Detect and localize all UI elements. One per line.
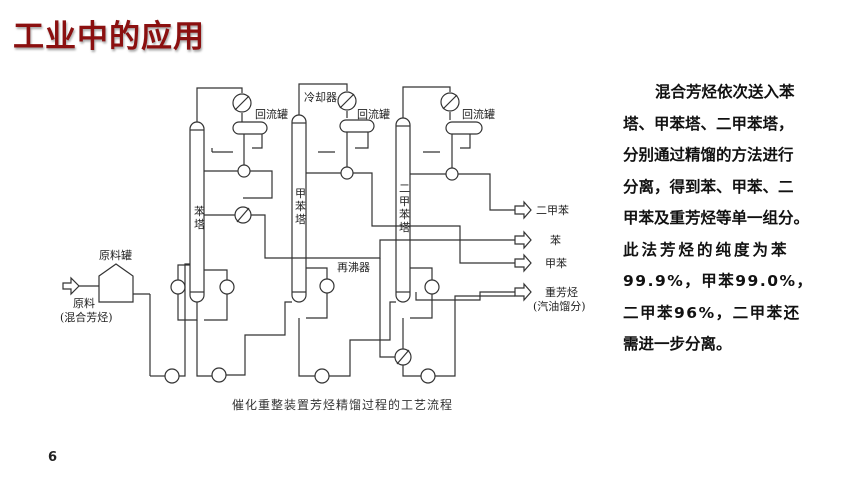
process-flow-diagram: 原料罐 原料 (混合芳烃) 冷却器 回流罐 回流罐 回流罐 再沸器 苯 塔 甲 … bbox=[60, 83, 586, 384]
col2-char-1: 甲 bbox=[295, 187, 306, 200]
col3-char-4: 塔 bbox=[399, 221, 410, 234]
label-feed: 原料 bbox=[73, 296, 95, 310]
reboiler-1b bbox=[219, 279, 235, 295]
desc-line: 分离，得到苯、甲苯、二 bbox=[623, 177, 794, 196]
desc-line: 99.9%，甲苯99.0%， bbox=[623, 272, 814, 290]
reflux-drum-1 bbox=[232, 121, 268, 135]
product-heavy: 重芳烃 bbox=[545, 285, 578, 299]
reflux-drum-3 bbox=[445, 121, 483, 135]
page-number: 6 bbox=[48, 450, 58, 465]
slide-title: 工业中的应用 bbox=[13, 19, 205, 55]
bottom-pump-1 bbox=[211, 367, 227, 383]
col1-char-1: 苯 bbox=[194, 204, 205, 218]
desc-line: 混合芳烃依次送入苯 bbox=[655, 83, 795, 101]
reflux-pump-2 bbox=[340, 166, 354, 180]
feed-tank bbox=[98, 263, 134, 303]
xylene-arrow bbox=[514, 200, 532, 220]
product-xylene: 二甲苯 bbox=[536, 203, 569, 217]
col2-char-2: 苯 bbox=[295, 199, 306, 213]
reboiler-3 bbox=[424, 279, 440, 295]
desc-line: 此法芳烃的纯度为苯 bbox=[623, 240, 790, 259]
desc-line: 塔、甲苯塔、二甲苯塔， bbox=[623, 114, 794, 133]
heavy-arrow bbox=[514, 282, 532, 302]
col2-char-3: 塔 bbox=[295, 213, 306, 226]
col3-char-3: 苯 bbox=[399, 207, 410, 221]
col3-char-2: 甲 bbox=[399, 195, 410, 208]
product-toluene: 甲苯 bbox=[545, 256, 567, 270]
desc-line: 二甲苯96%，二甲苯还 bbox=[623, 303, 801, 322]
reboiler-1 bbox=[170, 279, 186, 295]
label-reflux-2: 回流罐 bbox=[357, 107, 390, 121]
col1-char-2: 塔 bbox=[194, 218, 205, 231]
reflux-drum-2 bbox=[339, 119, 375, 133]
desc-line: 分别通过精馏的方法进行 bbox=[623, 146, 794, 164]
description-text: 混合芳烃依次送入苯 塔、甲苯塔、二甲苯塔， 分别通过精馏的方法进行 分离，得到苯… bbox=[623, 77, 833, 361]
label-reboiler: 再沸器 bbox=[337, 261, 370, 274]
reflux-pump-3 bbox=[445, 167, 459, 181]
feed-pump bbox=[164, 368, 180, 384]
reflux-pump-1 bbox=[237, 164, 251, 178]
label-reflux-3: 回流罐 bbox=[462, 107, 495, 121]
benzene-arrow bbox=[514, 230, 532, 250]
bottom-pump-2 bbox=[314, 368, 330, 384]
label-cooler: 冷却器 bbox=[304, 91, 337, 104]
label-reflux-1: 回流罐 bbox=[255, 107, 288, 121]
product-benzene: 苯 bbox=[550, 233, 561, 247]
bottom-pump-3 bbox=[420, 368, 436, 384]
label-feed-tank: 原料罐 bbox=[99, 248, 132, 262]
col3-char-1: 二 bbox=[399, 182, 410, 195]
label-feed-note: (混合芳烃) bbox=[60, 310, 113, 324]
desc-line: 甲苯及重芳烃等单一组分。 bbox=[623, 209, 810, 227]
desc-line: 需进一步分离。 bbox=[623, 335, 732, 353]
product-heavy-note: (汽油馏分) bbox=[533, 299, 586, 313]
diagram-caption: 催化重整装置芳烃精馏过程的工艺流程 bbox=[232, 398, 454, 412]
reboiler-2 bbox=[319, 278, 335, 294]
feed-arrow bbox=[62, 276, 80, 296]
toluene-arrow bbox=[514, 253, 532, 273]
